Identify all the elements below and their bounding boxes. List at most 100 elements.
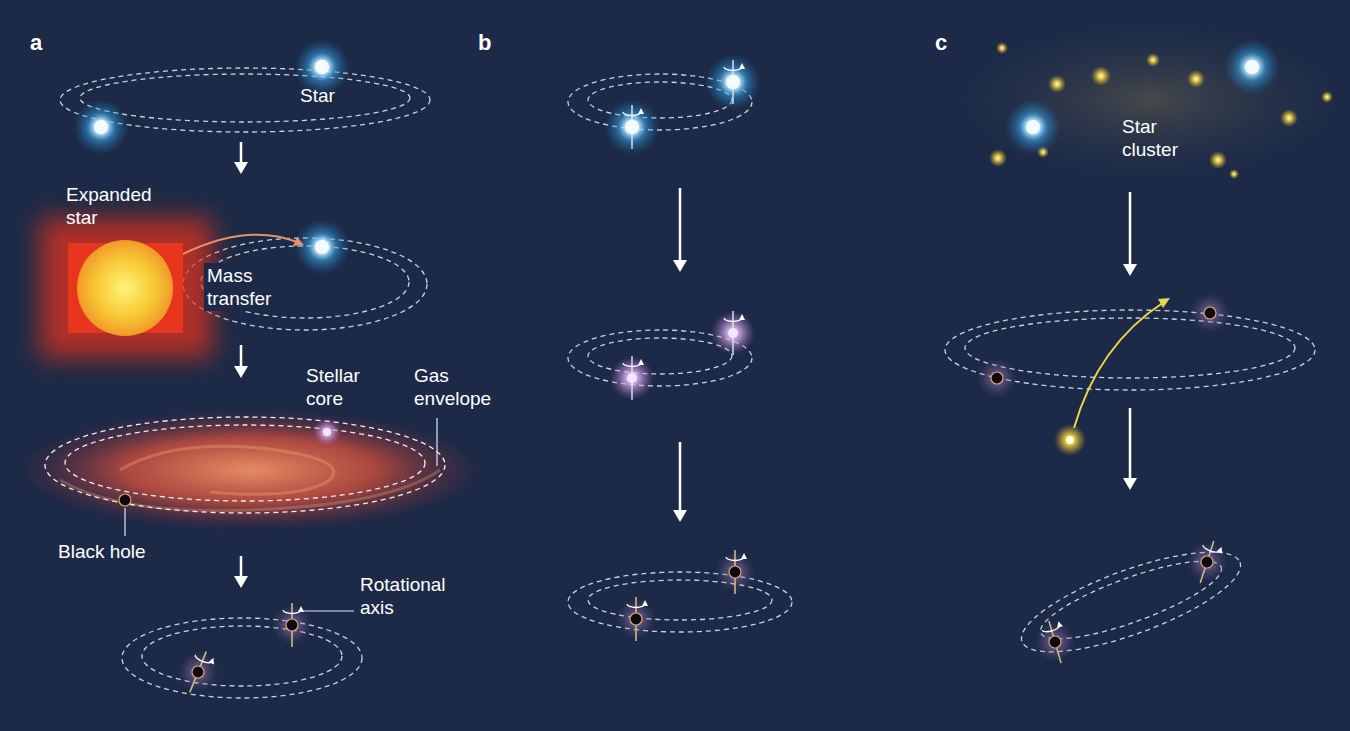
step-arrow-head (234, 162, 248, 174)
spin-arrow-head (741, 553, 747, 559)
orbit (122, 618, 362, 698)
red-giant-glow (40, 218, 212, 358)
step-arrow-head (673, 510, 687, 522)
cluster-star (996, 42, 1008, 54)
spinning-black-hole (272, 603, 312, 647)
spinning-star (604, 99, 660, 155)
process-label: Mass transfer (204, 263, 302, 311)
black-hole (1048, 635, 1063, 650)
capture-arrow (1074, 302, 1164, 428)
cluster-haze (950, 20, 1350, 180)
star (315, 60, 329, 74)
stellar-core (323, 428, 331, 436)
leader-line (436, 418, 437, 466)
orbit (588, 338, 732, 374)
cluster-star (1054, 424, 1086, 456)
star-glow (604, 99, 660, 155)
red-giant-core (77, 240, 173, 336)
spin-arrow-head (1056, 620, 1063, 627)
star (726, 75, 740, 89)
cluster-star (1146, 53, 1160, 67)
star (1245, 60, 1259, 74)
orbit (945, 310, 1315, 390)
object-label: Expanded star (66, 183, 176, 229)
rotational-axis (1200, 541, 1214, 583)
spin-arrow-head (638, 108, 644, 114)
black-hole (630, 613, 642, 625)
star (1026, 120, 1040, 134)
step-arrow-head (673, 260, 687, 272)
step-arrow (240, 142, 243, 164)
spinning-black-hole (715, 550, 755, 594)
step-arrow (240, 556, 243, 578)
panel-letter: b (478, 30, 491, 57)
star-glow (1224, 39, 1280, 95)
cluster-star (1091, 66, 1111, 86)
spin-arrow-head (638, 359, 644, 365)
star (94, 120, 108, 134)
panel-letter: a (30, 30, 42, 57)
black-hole (729, 566, 741, 578)
black-hole-haze (977, 358, 1017, 398)
panel-c-art (945, 20, 1350, 672)
black-hole-haze (1030, 617, 1079, 666)
envelope-swirl (120, 446, 334, 494)
rotational-axis (190, 652, 206, 693)
spin-arrow (194, 655, 212, 665)
black-hole (119, 494, 131, 506)
step-arrow (240, 345, 243, 368)
black-hole (1204, 307, 1216, 319)
capture-arrow-head (1158, 298, 1170, 308)
mass-transfer-arrow-head (293, 237, 304, 246)
star (625, 120, 639, 134)
mass-transfer-arrow (183, 235, 300, 254)
leader-line (298, 610, 354, 611)
step-arrow-head (234, 576, 248, 588)
spinning-black-hole (1181, 535, 1233, 589)
black-hole (190, 664, 206, 680)
star (315, 240, 329, 254)
stellar-core (627, 373, 637, 383)
orbit (65, 425, 425, 501)
object-label: Gas envelope (414, 364, 509, 410)
step-arrow (1129, 408, 1132, 480)
stellar-core-glow (610, 356, 654, 400)
spinning-black-hole (1030, 615, 1081, 668)
step-arrow-head (1123, 478, 1137, 490)
spinning-stellar-core (711, 311, 755, 355)
cluster-star (1280, 109, 1298, 127)
object-label: Stellar core (306, 364, 378, 410)
cluster-star (1229, 169, 1239, 179)
spin-arrow-head (1217, 546, 1225, 554)
spinning-stellar-core (610, 356, 654, 400)
orbit (45, 417, 445, 513)
spin-arrow-head (642, 600, 648, 606)
star-glow (73, 99, 129, 155)
orbit (568, 572, 792, 632)
gas-envelope (18, 410, 482, 530)
cluster-star (1321, 91, 1333, 103)
orbit (142, 626, 342, 686)
black-hole (286, 619, 298, 631)
step-arrow-head (1123, 264, 1137, 276)
black-hole-haze (1190, 293, 1230, 333)
stellar-core (728, 328, 738, 338)
black-hole (1199, 554, 1214, 569)
spinning-star (705, 54, 761, 110)
spin-arrow (1202, 545, 1220, 554)
cluster-star (1209, 151, 1227, 169)
step-arrow (1129, 192, 1132, 266)
black-hole (991, 372, 1003, 384)
panel-a-art (18, 39, 482, 700)
star-glow (1005, 99, 1061, 155)
orbit (80, 74, 410, 122)
spinning-black-hole (616, 597, 656, 641)
black-hole-haze (1182, 537, 1232, 587)
spinning-black-hole (171, 644, 225, 700)
panel-b-art (568, 54, 792, 641)
cluster-star (1066, 436, 1074, 444)
object-label: Star cluster (1122, 115, 1207, 161)
